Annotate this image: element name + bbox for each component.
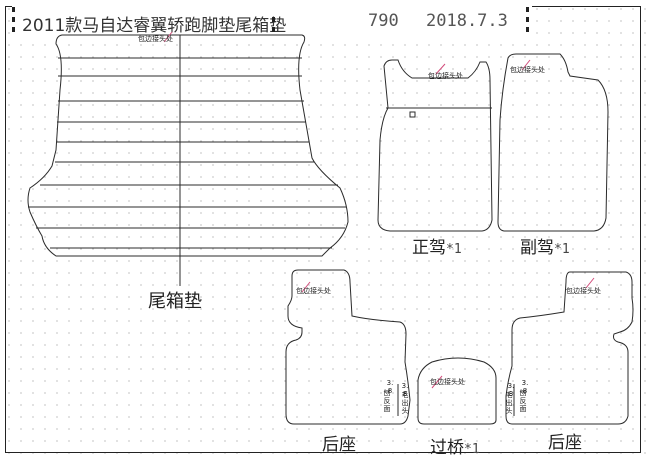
edge-join-note: 包边接头处 xyxy=(428,72,463,80)
back-side-note: 刨反面 xyxy=(383,389,391,413)
edge-join-mark xyxy=(301,281,311,293)
edge-join-mark xyxy=(163,31,173,43)
margin-value-note: 3.8 xyxy=(386,379,394,395)
selection-handle[interactable] xyxy=(526,7,529,12)
bridge-mat-pattern[interactable] xyxy=(417,357,497,425)
clip-hole xyxy=(409,111,416,118)
margin-value-note: 3.8 xyxy=(507,382,515,398)
selection-handle[interactable] xyxy=(12,27,15,32)
drawing-date: 2018.7.3 xyxy=(426,11,508,31)
trunk-mat-label: 尾箱垫 xyxy=(148,291,202,312)
passenger-mat-label: 副驾*1 xyxy=(520,238,570,258)
bridge-mat-outline xyxy=(417,357,497,425)
fur-out-note: 毛出头 xyxy=(401,391,409,415)
driver-mat-outline xyxy=(377,59,493,232)
edge-join-note: 包边接头处 xyxy=(296,287,331,295)
edge-join-note: 包边接头处 xyxy=(566,287,601,295)
margin-value-note: 3.8 xyxy=(401,382,409,398)
edge-join-mark xyxy=(585,277,595,289)
rear-left-mat-outline xyxy=(285,269,411,425)
edge-join-note: 包边接头处 xyxy=(430,378,465,386)
driver-mat-pattern[interactable] xyxy=(377,59,493,232)
rear-left-mat-pattern[interactable] xyxy=(285,269,411,425)
passenger-mat-pattern[interactable] xyxy=(497,53,609,232)
bridge-mat-label: 过桥*1 xyxy=(430,438,480,458)
edge-join-mark xyxy=(521,59,531,71)
margin-value-note: 3.8 xyxy=(521,379,529,395)
quantity-label: *1 xyxy=(464,442,480,457)
selection-handle[interactable] xyxy=(12,17,15,22)
drawing-title: 2011款马自达睿翼轿跑脚垫尾箱垫 xyxy=(22,16,287,36)
rear-left-mat-label: 后座 xyxy=(322,435,356,455)
trunk-mat-outline xyxy=(27,34,349,257)
selection-handle[interactable] xyxy=(272,17,275,22)
passenger-mat-outline xyxy=(497,53,609,232)
edge-join-mark xyxy=(431,375,443,389)
back-side-note: 刨反面 xyxy=(519,389,527,413)
selection-handle[interactable] xyxy=(526,27,529,32)
edge-join-note: 包边接头处 xyxy=(510,66,545,74)
drawing-number: 790 xyxy=(368,11,399,31)
selection-handle[interactable] xyxy=(272,27,275,32)
quantity-label: *1 xyxy=(554,242,570,257)
quantity-label: *1 xyxy=(446,242,462,257)
driver-mat-label: 正驾*1 xyxy=(412,238,462,258)
fur-out-note: 毛出头 xyxy=(505,391,513,415)
edge-join-mark xyxy=(435,63,446,75)
rear-right-mat-outline xyxy=(505,271,634,425)
rear-right-mat-label: 后座 xyxy=(548,433,582,453)
rear-right-mat-pattern[interactable] xyxy=(505,271,634,425)
trunk-mat-pattern[interactable] xyxy=(27,31,349,286)
edge-join-note: 包边接头处 xyxy=(138,35,173,43)
selection-handle[interactable] xyxy=(526,17,529,22)
selection-handle[interactable] xyxy=(12,7,15,12)
